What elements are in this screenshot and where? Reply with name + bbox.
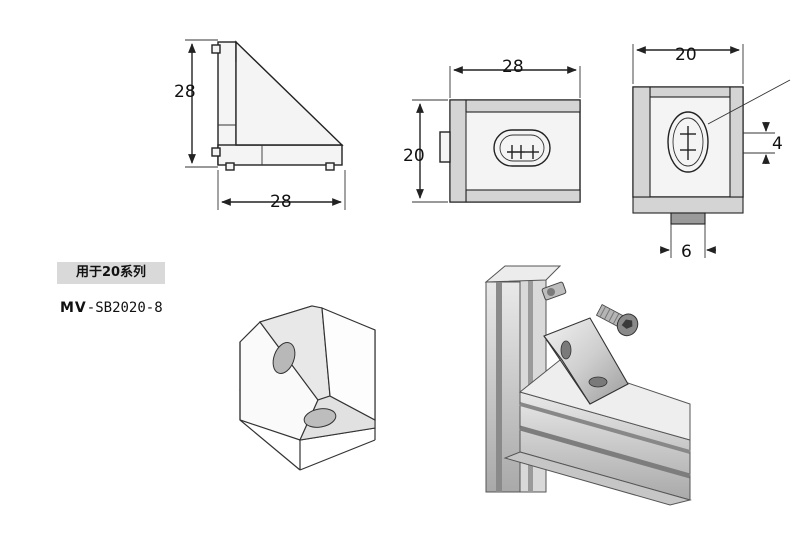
side-view-nub bbox=[211, 44, 221, 54]
side-view-web bbox=[235, 40, 344, 146]
end-view-tab bbox=[670, 212, 706, 225]
bracket-hole bbox=[272, 342, 296, 374]
end-slot-dimension: 4 bbox=[772, 134, 783, 154]
assembly-render bbox=[484, 265, 692, 506]
leader-line bbox=[707, 79, 791, 125]
series-label: 用于20系列 bbox=[57, 262, 165, 284]
bracket-render bbox=[239, 305, 376, 471]
model-code: -SB2020-8 bbox=[86, 300, 163, 316]
hex-bolt bbox=[595, 304, 639, 337]
bracket-hole bbox=[303, 408, 337, 428]
side-width-dimension: 28 bbox=[270, 192, 292, 212]
end-tab-dimension: 6 bbox=[681, 242, 692, 262]
side-view-nub bbox=[211, 147, 221, 157]
front-height-dimension: 20 bbox=[403, 146, 425, 166]
model-number: MV-SB2020-8 bbox=[60, 300, 163, 316]
model-prefix: MV bbox=[60, 300, 87, 316]
side-view-nub bbox=[325, 162, 335, 171]
front-width-dimension: 28 bbox=[502, 57, 524, 77]
front-view: 28 20 bbox=[403, 57, 581, 203]
end-view: 20 4 6 bbox=[632, 44, 791, 262]
side-view-base-plate bbox=[217, 144, 343, 166]
side-view: 28 28 bbox=[174, 39, 346, 212]
side-view-nub bbox=[225, 162, 235, 171]
end-width-dimension: 20 bbox=[675, 45, 697, 65]
side-height-dimension: 28 bbox=[174, 82, 196, 102]
front-view-slot bbox=[493, 129, 551, 167]
